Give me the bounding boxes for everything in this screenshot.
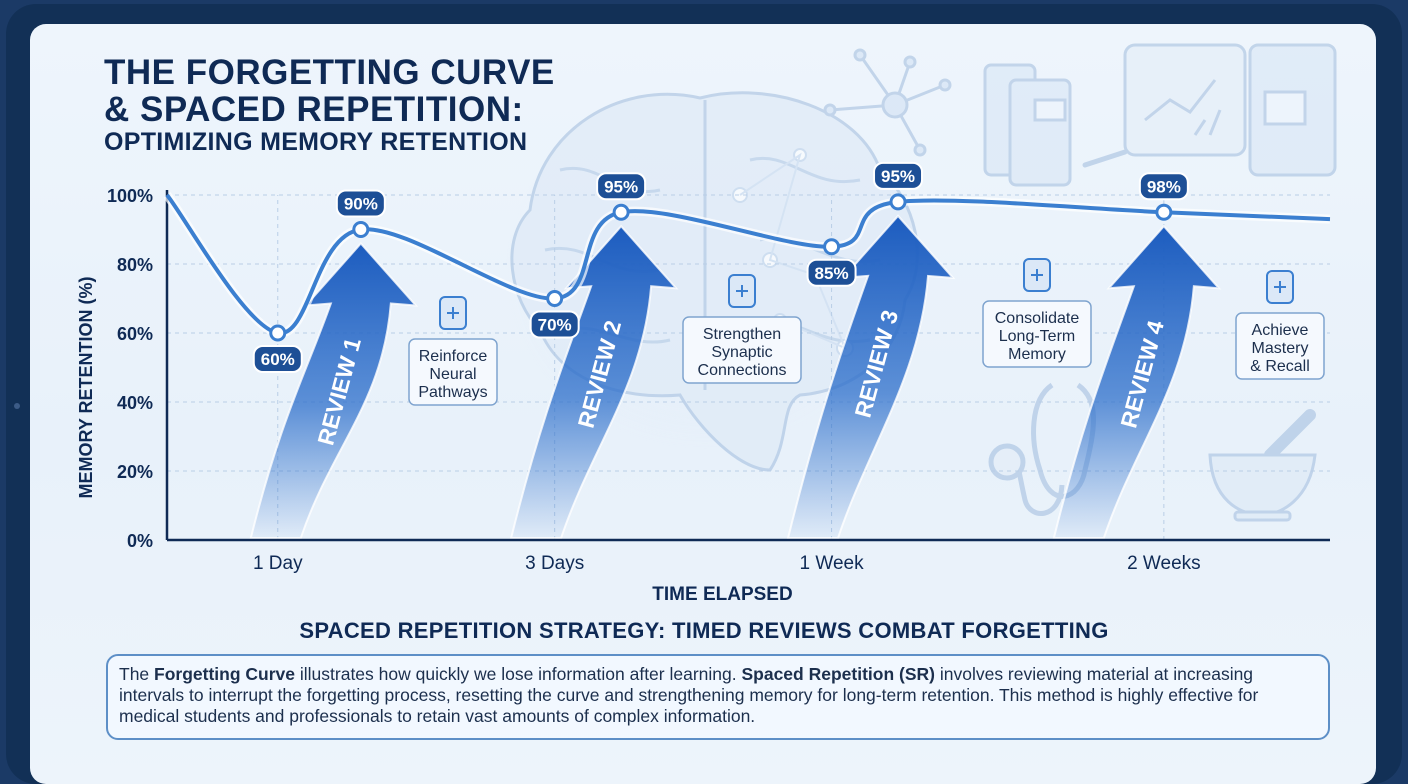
- brain-icon: [728, 274, 756, 308]
- point-label-text: 60%: [261, 350, 295, 369]
- x-tick-label: 1 Week: [800, 553, 865, 574]
- review-note-box: [408, 338, 498, 406]
- description-text-1: The: [119, 664, 155, 684]
- review-arrow-shape: [509, 224, 679, 539]
- medicine-bottle-icon: [439, 296, 467, 330]
- tablet-chart-icon: [1123, 43, 1247, 157]
- dna-icon: [1023, 258, 1051, 292]
- point-label: 98%: [1138, 172, 1189, 201]
- description-text-3: involves reviewing material at increasin…: [119, 664, 1259, 726]
- review-note-text: Connections: [698, 362, 787, 379]
- title-line-2: & SPACED REPETITION:: [104, 90, 524, 129]
- review-note-text: & Recall: [1250, 358, 1310, 375]
- review-note-text: Synaptic: [711, 344, 772, 361]
- review-note-box: [682, 316, 802, 384]
- point-label: 60%: [252, 345, 303, 373]
- neuron-icon: [823, 48, 952, 157]
- point-label-text: 90%: [344, 195, 378, 214]
- review-arrow: REVIEW 3: [786, 214, 956, 539]
- review-arrow: REVIEW 1: [249, 241, 419, 539]
- point-label-text: 70%: [538, 316, 572, 335]
- title-line-1: THE FORGETTING CURVE: [104, 53, 555, 92]
- y-tick-label: 60%: [117, 324, 153, 344]
- x-tick-label: 3 Days: [525, 553, 584, 574]
- point-label-text: 85%: [815, 264, 849, 283]
- binder-icon: [1248, 43, 1337, 177]
- point-labels: 60% 90% 70% 95% 85% 95% 98%: [252, 161, 1189, 373]
- review-note-text: Memory: [1008, 346, 1066, 363]
- description-bold-1: Forgetting Curve: [154, 664, 296, 684]
- point-label-bg: [596, 172, 647, 201]
- point-label-text: 95%: [881, 167, 915, 186]
- description-bold-2: Spaced Repetition (SR): [741, 664, 935, 684]
- open-book-icon: [1266, 270, 1294, 304]
- review-note-text: Achieve: [1252, 322, 1309, 339]
- retention-curve: [163, 192, 1331, 342]
- point-label-bg: [873, 161, 924, 190]
- y-tick-label: 100%: [107, 186, 153, 206]
- data-point: [823, 238, 841, 256]
- data-point: [352, 221, 370, 238]
- review-note-text: Consolidate: [995, 310, 1080, 327]
- point-label-text: 98%: [1147, 177, 1181, 196]
- review-arrow-shape: [249, 241, 419, 539]
- review-arrow: REVIEW 4: [1052, 224, 1222, 539]
- point-label-text: 95%: [604, 177, 638, 196]
- review-arrow: REVIEW 2: [509, 224, 679, 539]
- review-note-text: Long-Term: [999, 328, 1075, 345]
- data-point: [1155, 203, 1173, 221]
- point-label: 90%: [335, 189, 386, 218]
- review-note-text: Neural: [429, 366, 476, 383]
- y-tick-label: 80%: [117, 255, 153, 275]
- page-subtitle: OPTIMIZING MEMORY RETENTION: [104, 128, 528, 156]
- strategy-heading: SPACED REPETITION STRATEGY: TIMED REVIEW…: [299, 618, 1109, 643]
- point-label-bg: [335, 189, 386, 218]
- point-label: 95%: [873, 161, 924, 190]
- point-label: 85%: [806, 258, 857, 287]
- review-arrows: REVIEW 1 REVIEW 2 REVIEW 3 REVIEW 4: [249, 214, 1222, 539]
- data-point: [889, 193, 907, 211]
- y-axis-title: MEMORY RETENTION (%): [76, 276, 96, 498]
- chart-axes: 0% 20% 40% 60% 80% 100% 1 Day 3 Days 1 Week 2 Wee…: [76, 186, 1330, 605]
- review-note-box: [1235, 312, 1325, 380]
- description-text-2: illustrates how quickly we lose informat…: [295, 664, 742, 684]
- point-label: 70%: [529, 310, 580, 339]
- page-title: THE FORGETTING CURVE & SPACED REPETITION…: [104, 54, 555, 128]
- mortar-pestle-icon: [1208, 409, 1317, 522]
- y-tick-label: 40%: [117, 393, 153, 413]
- point-label: 95%: [596, 172, 647, 201]
- data-point: [546, 290, 564, 307]
- books-icon: [983, 63, 1072, 187]
- point-label-bg: [806, 258, 857, 287]
- description-box: The Forgetting Curve illustrates how qui…: [106, 654, 1330, 740]
- review-note-box: [982, 300, 1092, 368]
- x-tick-label: 2 Weeks: [1127, 553, 1201, 574]
- x-tick-label: 1 Day: [253, 553, 303, 574]
- review-note-text: Pathways: [418, 384, 487, 401]
- data-point: [612, 203, 630, 221]
- forgetting-curve-chart: REVIEW 1 REVIEW 2 REVIEW 3 REVIEW 4 0% 20% 40…: [76, 43, 1337, 605]
- review-note-text: Strengthen: [703, 326, 781, 343]
- review-arrow-shape: [786, 214, 956, 539]
- x-axis-title: TIME ELAPSED: [652, 584, 792, 605]
- point-label-bg: [529, 310, 580, 339]
- camera-dot: [14, 403, 20, 409]
- y-tick-label: 0%: [127, 531, 153, 551]
- review-note-text: Mastery: [1252, 340, 1309, 357]
- data-point: [269, 324, 287, 342]
- review-arrow-shape: [1052, 224, 1222, 539]
- point-label-bg: [1138, 172, 1189, 201]
- pen-icon: [1082, 149, 1128, 168]
- point-label-bg: [252, 345, 303, 373]
- review-note-text: Reinforce: [419, 348, 488, 365]
- y-tick-label: 20%: [117, 462, 153, 482]
